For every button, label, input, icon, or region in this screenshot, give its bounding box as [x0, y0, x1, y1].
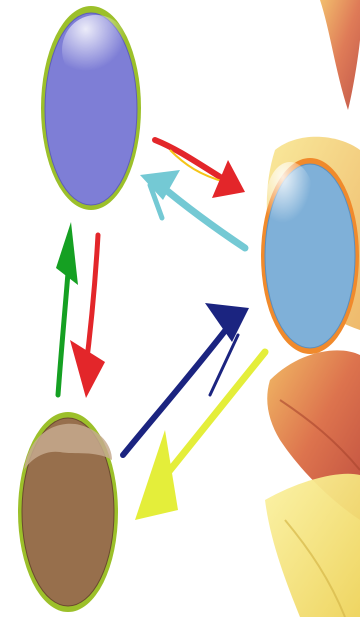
arrow-blue-to-brown [135, 352, 265, 520]
leaf-top-orange [320, 0, 360, 110]
purple-node[interactable] [41, 6, 141, 210]
leaf-pale-lower [265, 474, 360, 617]
arrow-brown-to-purple [56, 222, 78, 395]
arrow-brown-to-blue [123, 303, 249, 455]
arrow-purple-to-brown [70, 235, 105, 398]
blue-node[interactable] [261, 158, 359, 354]
brown-node[interactable] [18, 412, 118, 612]
